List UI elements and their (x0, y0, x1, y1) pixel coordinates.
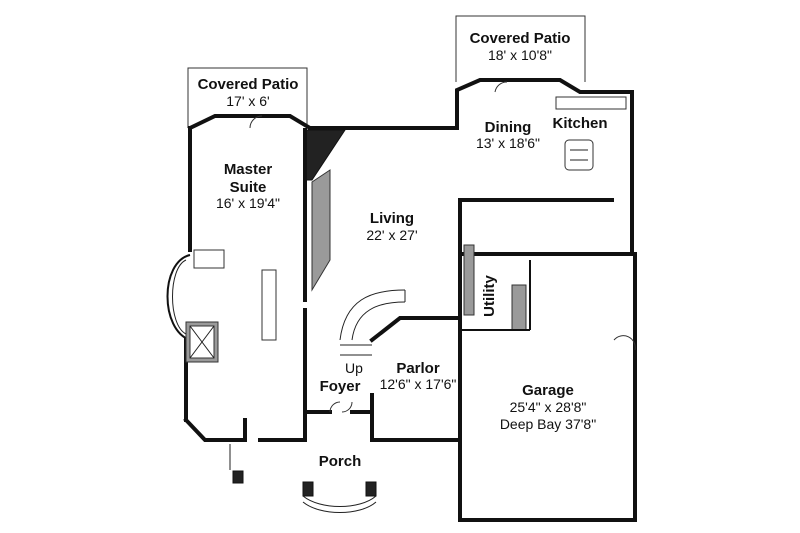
master-bath (185, 249, 277, 363)
covered-patio-left (187, 67, 308, 128)
garage-dims: 25'4" x 28'8" (510, 399, 587, 415)
covered-patio-left-dims: 17' x 6' (226, 93, 269, 109)
kitchen-island (555, 96, 627, 171)
doors (249, 81, 636, 413)
stair-up-label: Up (345, 360, 363, 376)
kitchen-name: Kitchen (552, 115, 607, 132)
master-suite-name-2: Suite (230, 179, 267, 196)
parlor-dims: 12'6" x 17'6" (380, 376, 457, 392)
dining-name: Dining (485, 119, 532, 136)
covered-patio-right-dims: 18' x 10'8" (488, 47, 552, 63)
room-labels: Covered Patio 17' x 6' Covered Patio 18'… (198, 30, 608, 470)
living-name: Living (370, 210, 414, 227)
foyer-name: Foyer (320, 378, 361, 395)
parlor-name: Parlor (396, 360, 440, 377)
porch (229, 444, 377, 513)
master-suite-dims: 16' x 19'4" (216, 195, 280, 211)
porch-name: Porch (319, 453, 362, 470)
staircase (339, 289, 406, 356)
garage-name: Garage (522, 382, 574, 399)
covered-patio-left-name: Covered Patio (198, 76, 299, 93)
dining-dims: 13' x 18'6" (476, 135, 540, 151)
covered-patio-right-name: Covered Patio (470, 30, 571, 47)
fireplace (303, 128, 346, 302)
utility-name: Utility (481, 275, 498, 317)
covered-patio-right (455, 15, 586, 82)
garage-note: Deep Bay 37'8" (500, 416, 596, 432)
master-suite-name-1: Master (224, 161, 273, 178)
living-dims: 22' x 27' (366, 227, 417, 243)
utility-room (460, 244, 531, 331)
